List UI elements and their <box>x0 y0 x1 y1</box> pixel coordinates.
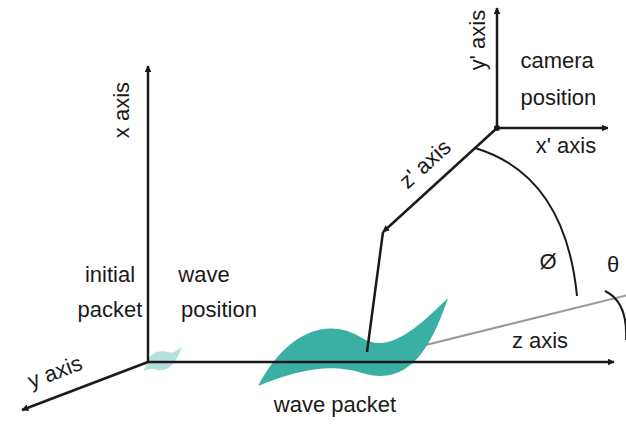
position-label: packet <box>78 291 143 328</box>
z-axis-line <box>148 361 614 364</box>
phi-angle-arc <box>475 148 577 296</box>
position-label: position <box>181 291 257 328</box>
z-prime-axis-line <box>383 128 497 232</box>
angle-label: Ø <box>539 243 556 280</box>
camera-label: camera position <box>521 42 616 117</box>
position-label: initial <box>85 256 135 293</box>
packet-label: wave packet <box>274 386 396 423</box>
x-axis-line <box>147 66 150 362</box>
z-prime-axis-extension <box>367 232 383 352</box>
theta-angle-arc <box>605 291 626 340</box>
x-prime-axis-line <box>497 127 608 130</box>
axis-label: y axis <box>22 345 88 400</box>
axis-label: x' axis <box>536 127 596 164</box>
axis-label: x axis <box>103 82 140 138</box>
axis-label: z' axis <box>390 130 460 198</box>
position-label: wave <box>178 256 229 293</box>
axis-label: y' axis <box>459 10 496 70</box>
angle-label: θ <box>607 246 619 283</box>
y-prime-axis-line <box>496 8 499 128</box>
wave-packet-shape <box>258 298 448 386</box>
axis-label: z axis <box>512 322 568 359</box>
camera-point <box>494 125 500 131</box>
